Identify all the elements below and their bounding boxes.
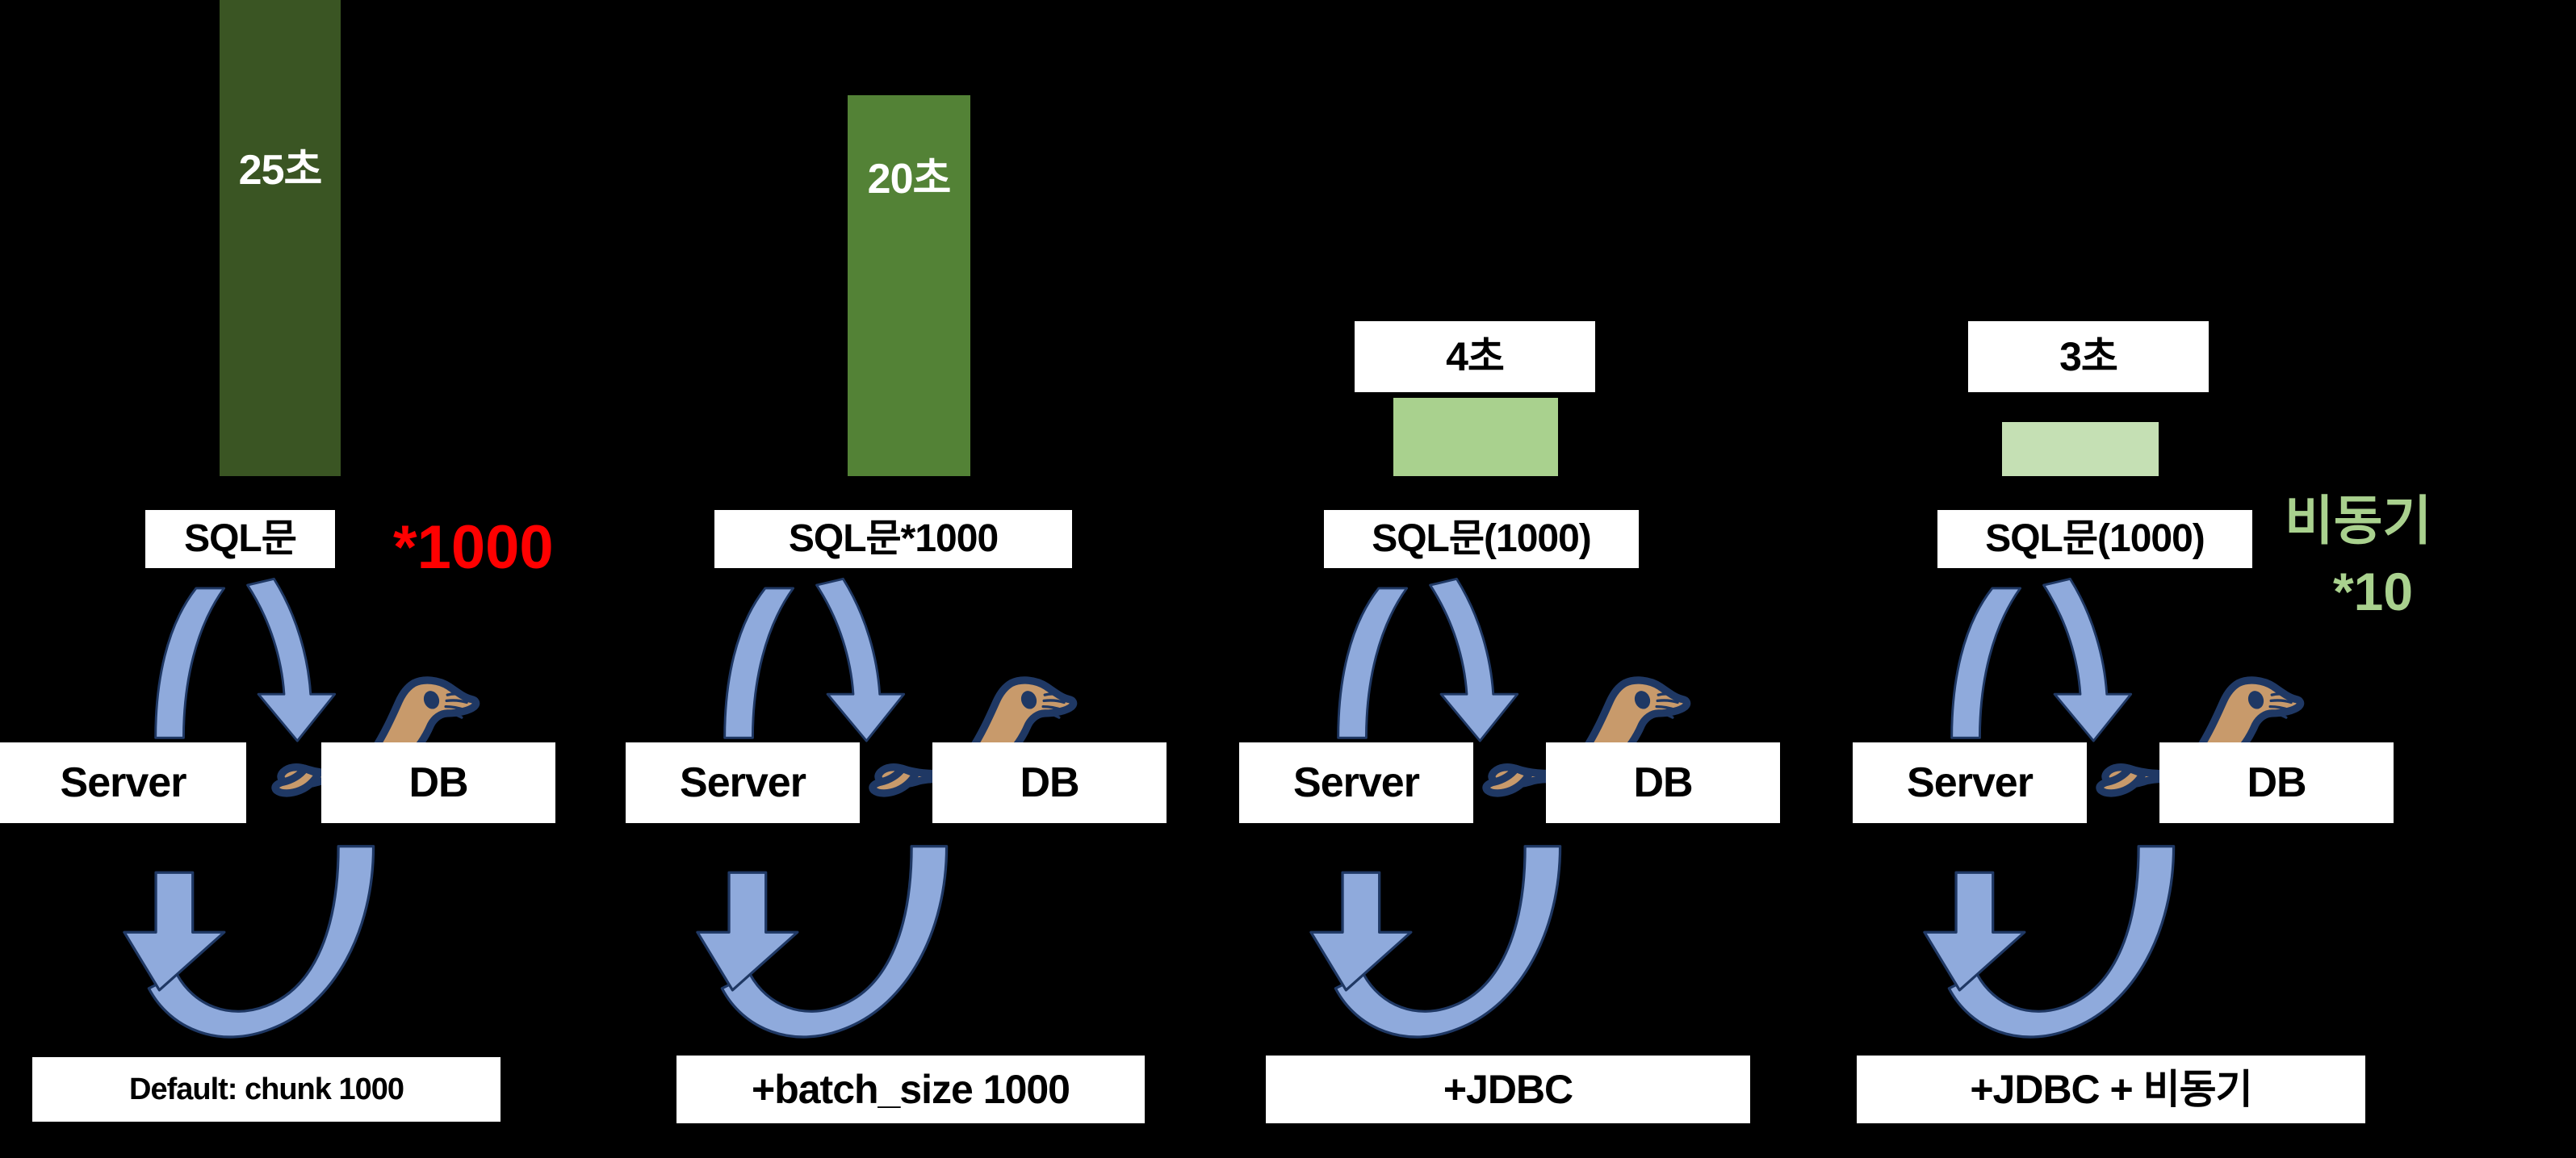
async-annotation-line1: 비동기 [2285, 491, 2432, 550]
multiplier-annotation: *1000 [393, 513, 554, 582]
db-node: DB [932, 742, 1167, 823]
server-node: Server [0, 742, 246, 823]
server-node: Server [626, 742, 860, 823]
bar-value-chip: 4초 [1355, 321, 1595, 392]
server-node: Server [1239, 742, 1473, 823]
footer-label: +batch_size 1000 [676, 1056, 1145, 1123]
bar-default: 25초 [220, 0, 341, 476]
footer-label: Default: chunk 1000 [32, 1057, 501, 1122]
footer-label: +JDBC [1266, 1056, 1750, 1123]
bar-value-chip: 3초 [1968, 321, 2209, 392]
server-node: Server [1853, 742, 2087, 823]
footer-label: +JDBC + 비동기 [1857, 1056, 2365, 1123]
db-node: DB [1546, 742, 1780, 823]
sql-chip: SQL문(1000) [1937, 510, 2252, 568]
bar-value-label: 20초 [867, 156, 952, 203]
db-node: DB [321, 742, 555, 823]
db-node: DB [2159, 742, 2394, 823]
curved-arrow-up-icon [105, 839, 428, 1041]
curved-arrow-up-icon [1292, 839, 1615, 1041]
bar-jdbc-async [2002, 422, 2159, 476]
sql-chip: SQL문 [145, 510, 335, 568]
curved-arrow-up-icon [1905, 839, 2228, 1041]
curved-arrow-up-icon [678, 839, 1001, 1041]
bar-jdbc [1393, 398, 1558, 476]
bar-batch-size: 20초 [848, 95, 970, 476]
sql-chip: SQL문(1000) [1324, 510, 1639, 568]
bar-value-label: 25초 [238, 147, 323, 194]
async-annotation-line2: *10 [2333, 562, 2414, 621]
sql-chip: SQL문*1000 [714, 510, 1072, 568]
